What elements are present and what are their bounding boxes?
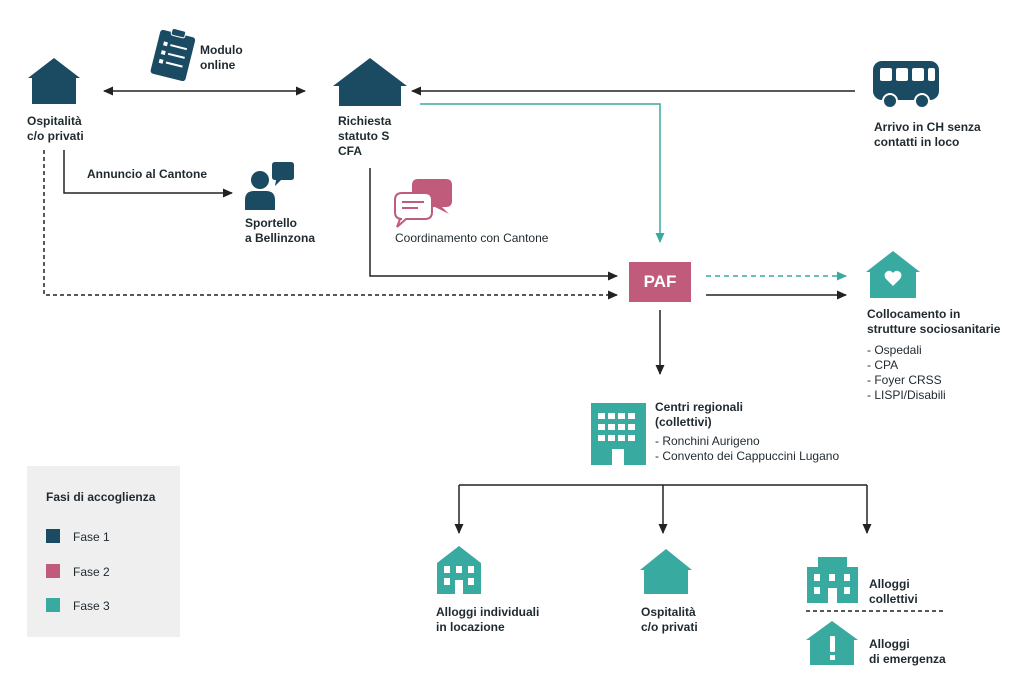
legend-title: Fasi di accoglienza bbox=[46, 490, 156, 504]
label-line: Ospitalità bbox=[27, 114, 82, 128]
legend-item-fase-2: Fase 2 bbox=[46, 564, 110, 579]
apartment-icon bbox=[807, 557, 858, 603]
list-item: - Foyer CRSS bbox=[867, 373, 942, 387]
node-ospitalita-privati-1: Ospitalità c/o privati bbox=[27, 114, 84, 144]
label-line: online bbox=[200, 58, 236, 72]
label-line: c/o privati bbox=[27, 129, 84, 143]
node-paf: PAF bbox=[629, 262, 691, 302]
arrow-privati-sportello bbox=[63, 150, 233, 198]
label-line: Alloggi bbox=[869, 577, 910, 591]
legend-label: Fase 3 bbox=[73, 599, 110, 613]
node-arrivo: Arrivo in CH senza contatti in loco bbox=[874, 120, 981, 150]
node-alloggi-individuali: Alloggi individuali in locazione bbox=[436, 605, 539, 635]
list-item: - LISPI/Disabili bbox=[867, 388, 946, 402]
label-line: Alloggi individuali bbox=[436, 605, 540, 619]
list-item: - Convento dei Cappuccini Lugano bbox=[655, 449, 840, 463]
building-icon bbox=[591, 403, 646, 465]
house-icon bbox=[640, 549, 692, 594]
heart-house-icon bbox=[866, 251, 920, 298]
node-ospitalita-privati-3: Ospitalità c/o privati bbox=[641, 605, 698, 635]
node-modulo-online: Modulo online bbox=[200, 43, 243, 73]
house-icon bbox=[28, 58, 80, 104]
legend-item-fase-3: Fase 3 bbox=[46, 598, 110, 613]
legend-swatch bbox=[46, 564, 60, 578]
label-line: Ospitalità bbox=[641, 605, 696, 619]
label-line: collettivi bbox=[869, 592, 918, 606]
list-item: - Ospedali bbox=[867, 343, 922, 357]
label-line: a Bellinzona bbox=[245, 231, 316, 245]
label-line: c/o privati bbox=[641, 620, 698, 634]
arrow-richiesta-paf-teal bbox=[420, 103, 665, 243]
arrow-richiesta-paf bbox=[369, 168, 618, 281]
label-line: Collocamento in bbox=[867, 307, 961, 321]
label-line: Alloggi bbox=[869, 637, 910, 651]
legend: Fasi di accoglienza Fase 1 Fase 2 Fase 3 bbox=[27, 466, 180, 637]
label-line: Centri regionali bbox=[655, 400, 744, 414]
house-icon bbox=[333, 58, 407, 106]
label-line: in locazione bbox=[436, 620, 505, 634]
node-richiesta: Richiesta statuto S CFA bbox=[338, 114, 391, 159]
legend-label: Fase 1 bbox=[73, 530, 110, 544]
label-line: Richiesta bbox=[338, 114, 392, 128]
node-collocamento: Collocamento in strutture sociosanitarie… bbox=[867, 307, 1000, 403]
label-line: CFA bbox=[338, 144, 362, 158]
edge-label-coordinamento: Coordinamento con Cantone bbox=[395, 231, 549, 245]
bus-icon bbox=[873, 61, 939, 109]
legend-label: Fase 2 bbox=[73, 565, 110, 579]
node-alloggi-emergenza: Alloggi di emergenza bbox=[869, 637, 946, 667]
list-item: - Ronchini Aurigeno bbox=[655, 434, 760, 448]
edge-label-annuncio: Annuncio al Cantone bbox=[87, 167, 207, 181]
label-line: statuto S bbox=[338, 129, 390, 143]
clipboard-icon bbox=[150, 28, 196, 82]
label-line: Arrivo in CH senza bbox=[874, 120, 981, 134]
legend-item-fase-1: Fase 1 bbox=[46, 529, 110, 544]
legend-swatch bbox=[46, 529, 60, 543]
label-line: contatti in loco bbox=[874, 135, 960, 149]
person-chat-icon bbox=[245, 162, 294, 210]
label-line: (collettivi) bbox=[655, 415, 712, 429]
connectors bbox=[43, 86, 944, 612]
list-item: - CPA bbox=[867, 358, 899, 372]
arrow-privati-paf-dashed bbox=[43, 150, 618, 300]
node-centri: Centri regionali (collettivi) - Ronchini… bbox=[655, 400, 839, 464]
node-sportello: Sportello a Bellinzona bbox=[245, 216, 315, 246]
warning-house-icon bbox=[806, 621, 858, 665]
legend-swatch bbox=[46, 598, 60, 612]
node-alloggi-collettivi: Alloggi collettivi bbox=[869, 577, 918, 607]
apartment-icon bbox=[437, 546, 481, 594]
label-line: Sportello bbox=[245, 216, 298, 230]
label-line: di emergenza bbox=[869, 652, 946, 666]
label-line: Modulo bbox=[200, 43, 243, 57]
label-line: strutture sociosanitarie bbox=[867, 322, 1001, 336]
chat-bubbles-icon bbox=[394, 179, 452, 228]
